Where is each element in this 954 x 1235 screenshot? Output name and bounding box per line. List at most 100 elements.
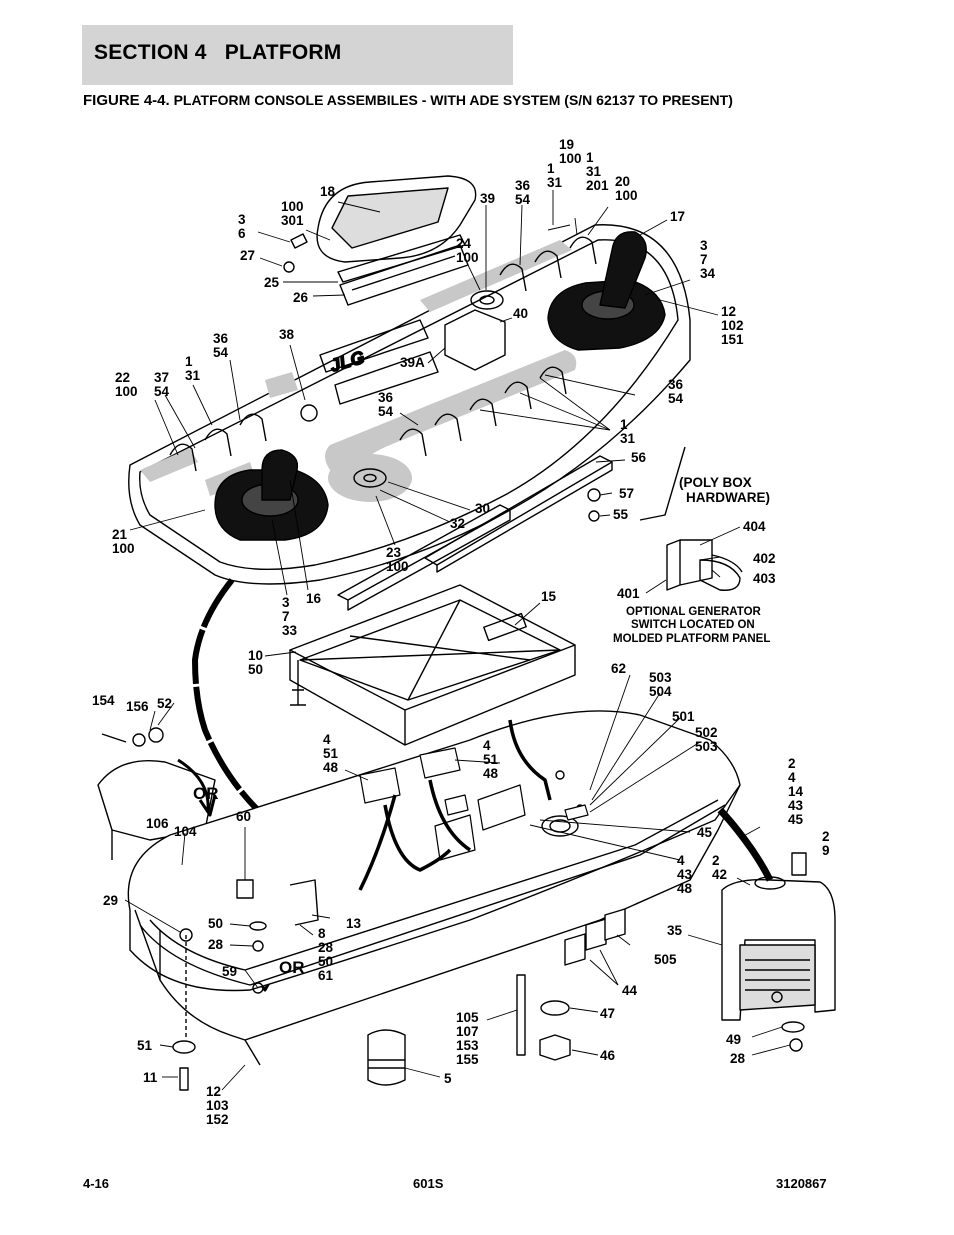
callout-line: 28 [208,937,224,952]
callout-line: 45 [788,812,804,827]
callout-c73: 28 [730,1051,746,1066]
callout-line: 35 [667,923,683,938]
callout-line: 45 [697,825,713,840]
callout-line: 18 [320,184,336,199]
callout-line: 21 [112,527,128,542]
callout-c45: 156 [126,699,149,714]
callout-line: 19 [559,137,574,152]
callout-c9: 17 [670,209,685,224]
callout-c67: 44 [622,983,638,998]
callout-line: 103 [206,1098,229,1113]
callout-c61: 50 [208,916,223,931]
figure-label: FIGURE 4-4. [83,92,170,109]
callout-line: 503 [649,670,672,685]
or-label-1: OR [193,784,219,803]
callout-line: 1 [620,417,628,432]
callout-line: 30 [475,501,490,516]
callout-c16: 40 [513,306,528,321]
callout-line: 52 [157,696,172,711]
callout-line: 51 [483,752,499,767]
callout-c72: 46 [600,1048,616,1063]
callout-line: 155 [456,1052,479,1067]
callout-line: 402 [753,551,776,566]
callout-line: 13 [346,916,362,931]
generator-note-line-3: MOLDED PLATFORM PANEL [613,633,770,645]
page-number: 4-16 [83,1176,110,1191]
callout-line: 201 [586,178,609,193]
callout-line: 156 [126,699,149,714]
callout-line: 2 [822,829,830,844]
display-module [316,175,477,306]
callout-line: 22 [115,370,130,385]
callout-line: 38 [279,327,295,342]
callout-line: 102 [721,318,744,333]
callout-line: 11 [143,1070,158,1085]
callout-c59: 29 [103,893,118,908]
callout-line: 57 [619,486,634,501]
callout-line: 31 [185,368,201,383]
callout-c37: 401 [617,586,640,601]
callout-c35: 402 [753,551,776,566]
callout-c15: 26 [293,290,309,305]
platform-box [127,710,741,1066]
callout-line: 12 [721,304,736,319]
callout-line: 54 [668,391,684,406]
callout-c12: 27 [240,248,255,263]
callout-line: 54 [154,384,170,399]
section-header: SECTION 4 PLATFORM [82,25,513,85]
callout-c60: 13 [346,916,362,931]
callout-c63: 28 [208,937,224,952]
model-number: 601S [413,1176,444,1191]
callout-c5: 18 [320,184,336,199]
callout-line: 4 [788,770,796,785]
callout-line: 100 [115,384,138,399]
generator-note: OPTIONAL GENERATOR SWITCH LOCATED ON MOL… [613,606,770,645]
callout-c20: 39A [400,355,425,370]
callout-c14: 25 [264,275,280,290]
callout-c66: 59 [222,964,237,979]
callout-line: 14 [788,784,804,799]
callout-line: 100 [559,151,582,166]
callout-c47: 501 [672,709,695,724]
callout-line: 15 [541,589,557,604]
callout-line: 403 [753,571,776,586]
callout-line: 6 [238,226,246,241]
callout-line: 100 [615,188,638,203]
callout-line: 62 [611,661,626,676]
callout-line: 100 [281,199,304,214]
callout-line: 301 [281,213,304,228]
callout-line: 51 [137,1038,153,1053]
callout-c68: 47 [600,1006,615,1021]
mounting-frame [289,584,576,746]
callout-line: 31 [620,431,636,446]
foot-switch [721,879,836,1021]
callout-line: 104 [174,824,197,839]
callout-line: 503 [695,739,718,754]
callout-line: 55 [613,507,629,522]
callout-c71: 49 [726,1032,741,1047]
callout-line: 54 [378,404,394,419]
callout-c70: 51 [137,1038,153,1053]
callout-line: 25 [264,275,280,290]
callout-line: 46 [600,1048,616,1063]
callout-line: 12 [206,1084,221,1099]
callout-line: 50 [208,916,223,931]
callout-line: 27 [240,248,255,263]
callout-line: 36 [213,331,229,346]
